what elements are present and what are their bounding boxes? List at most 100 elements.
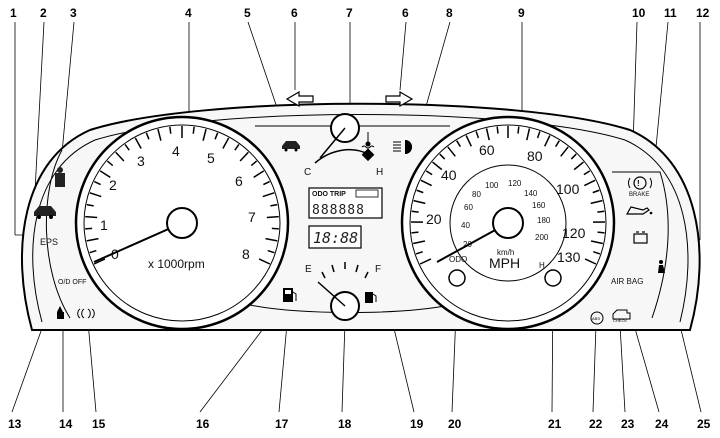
right-indicators: ! BRAKE AIR BAG ABS CHECK (590, 176, 665, 325)
speed-tick (425, 170, 433, 176)
callout-9: 9 (518, 6, 525, 20)
speed-tick (597, 210, 605, 213)
tach-label-0: 0 (111, 246, 119, 262)
callout-17: 17 (275, 417, 289, 431)
speed-tick (475, 131, 480, 139)
od-off-label: O/D OFF (58, 279, 86, 286)
tach-tick (157, 128, 162, 141)
kmh-label-120: 120 (508, 179, 522, 188)
kmh-unit-label: km/h (497, 248, 514, 257)
tachometer: 0 1 2 3 4 5 6 7 8 x 1000rpm (74, 115, 290, 331)
speed-tick (447, 146, 456, 157)
speed-tick (584, 258, 597, 265)
callout-6-left: 6 (291, 6, 298, 20)
center-section: C H ODO TRIP 888888 18:88 E F (282, 90, 414, 321)
speedometer-ticks (410, 126, 606, 265)
tachometer-needle (93, 222, 183, 263)
speed-tick (543, 135, 551, 147)
tachometer-hub (166, 207, 198, 239)
tach-tick (263, 180, 271, 186)
speed-tick (485, 128, 490, 141)
speed-tick (413, 199, 426, 205)
fuel-full-label: F (375, 264, 381, 275)
tach-label-8: 8 (242, 246, 250, 262)
kmh-label-60: 60 (464, 203, 473, 212)
speed-tick (583, 170, 591, 176)
fuel-pump-icon (365, 292, 377, 303)
speed-tick (420, 179, 433, 187)
left-turn-arrow-icon (285, 90, 314, 108)
tach-unit-label: x 1000rpm (148, 257, 205, 271)
callout-11: 11 (664, 6, 677, 20)
right-turn-arrow-icon (385, 90, 414, 108)
kmh-label-80: 80 (472, 190, 481, 199)
speedometer-inner-ring (409, 124, 607, 322)
tach-tick (250, 160, 258, 167)
door-ajar-icon (282, 141, 300, 152)
rear-fog-icon (77, 308, 95, 319)
tach-tick (234, 144, 240, 151)
check-label: CHECK (613, 318, 627, 323)
speedometer-hub (492, 207, 524, 239)
abs-warning-icon (590, 311, 604, 325)
temp-hot-marker (361, 148, 375, 162)
mph-label-80: 80 (527, 148, 543, 164)
speed-tick (597, 231, 605, 234)
tach-tick (214, 132, 219, 140)
mph-label-130: 130 (557, 249, 581, 265)
abs-label: ABS (592, 316, 600, 321)
speed-tick (432, 161, 443, 171)
temp-cold-label: C (304, 167, 311, 178)
mph-label-100: 100 (556, 181, 580, 197)
tach-tick (89, 192, 102, 198)
tach-tick (262, 192, 275, 198)
tach-label-3: 3 (137, 153, 145, 169)
tach-label-4: 4 (172, 143, 180, 159)
clock-digits: 18:88 (313, 229, 358, 247)
tach-tick (106, 160, 114, 167)
bottom-callouts: 13 14 15 16 17 18 19 20 21 22 23 24 25 (8, 417, 711, 431)
speed-tick (592, 189, 600, 194)
tach-tick (115, 151, 125, 162)
tach-label-1: 1 (100, 217, 108, 233)
odometer-digits: 888888 (312, 203, 365, 218)
tach-tick (266, 215, 279, 219)
odo-trip-label: ODO TRIP (312, 191, 346, 198)
fuel-gauge-ticks (321, 262, 369, 279)
brake-warning-icon: ! (628, 176, 652, 190)
brake-label: BRAKE (629, 192, 649, 198)
tach-tick (86, 237, 99, 242)
callout-18: 18 (338, 417, 352, 431)
speed-tick (570, 153, 577, 160)
mph-label-60: 60 (479, 142, 495, 158)
speed-tick (536, 131, 541, 139)
speed-tick (517, 126, 520, 134)
airbag-person-icon (658, 260, 665, 273)
svg-text:!: ! (637, 179, 640, 188)
callout-23: 23 (621, 417, 635, 431)
callout-12: 12 (696, 6, 710, 20)
kmh-label-100: 100 (485, 181, 499, 190)
speedometer: 20 40 60 80 100 120 130 20 40 60 80 100 … (400, 115, 616, 331)
tach-tick (145, 132, 150, 140)
callout-24: 24 (655, 417, 669, 431)
tach-tick (202, 128, 207, 141)
eps-label: EPS (40, 237, 58, 247)
callout-7: 7 (346, 6, 353, 20)
cruise-4wd-car-icon (34, 206, 56, 219)
tach-label-7: 7 (248, 209, 256, 225)
mph-label-20: 20 (426, 211, 442, 227)
fuel-empty-label: E (305, 264, 312, 275)
speed-tick (465, 135, 473, 147)
kmh-label-180: 180 (537, 216, 551, 225)
dimmer-knob (544, 269, 562, 287)
callout-14: 14 (59, 417, 73, 431)
tach-tick (93, 180, 101, 186)
tach-tick (258, 258, 271, 265)
immobilizer-icon (57, 306, 64, 319)
speed-tick (554, 140, 560, 148)
temp-hot-label: H (376, 167, 383, 178)
speed-tick (419, 258, 432, 265)
left-indicators: EPS O/D OFF (34, 167, 95, 319)
